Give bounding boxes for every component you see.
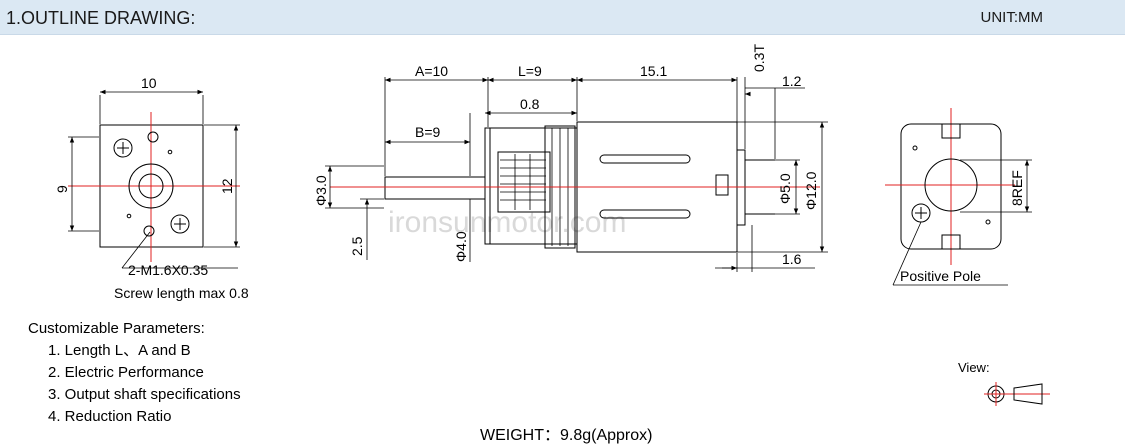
back-view: 8REF Positive Pole — [885, 108, 1032, 286]
dim-l: L=9 — [518, 63, 542, 79]
dim-phi5: Φ5.0 — [777, 173, 793, 204]
dim-phi3: Φ3.0 — [313, 175, 329, 206]
section-header: 1.OUTLINE DRAWING: UNIT:MM — [0, 0, 1125, 35]
dim-a: A=10 — [415, 63, 448, 79]
dim-12: 1.2 — [782, 73, 802, 89]
side-view: ironsunmotor.com A=10 L=9 15.1 0.3 — [313, 44, 828, 272]
dim-b: B=9 — [415, 124, 441, 140]
dim-8ref: 8REF — [1009, 170, 1025, 206]
dim-phi4: Φ4.0 — [453, 231, 469, 262]
param-item: 4. Reduction Ratio — [48, 408, 172, 425]
front-width-dim: 10 — [141, 75, 157, 91]
params-list: 1. Length L、A and B 2. Electric Performa… — [28, 340, 241, 428]
positive-pole-label: Positive Pole — [900, 268, 981, 284]
dim-08: 0.8 — [520, 96, 540, 112]
param-item: 3. Output shaft specifications — [48, 386, 241, 403]
weight-label: WEIGHT：9.8g(Approx) — [480, 427, 653, 444]
dim-motor-length: 15.1 — [640, 63, 667, 79]
dim-25: 2.5 — [349, 236, 365, 256]
dim-phi12: Φ12.0 — [803, 171, 819, 210]
unit-label: UNIT:MM — [980, 9, 1044, 26]
customizable-parameters: Customizable Parameters: 1. Length L、A a… — [28, 318, 241, 428]
watermark: ironsunmotor.com — [388, 206, 626, 239]
front-view: 10 9 12 2-M1.6X0.35 Screw length max 0.8 — [54, 75, 249, 301]
outline-drawing: 10 9 12 2-M1.6X0.35 Screw length max 0.8… — [54, 44, 1050, 406]
front-side-dim: 9 — [54, 185, 70, 193]
section-title: 1.OUTLINE DRAWING: — [6, 8, 196, 28]
dim-03t: 0.3T — [751, 44, 767, 72]
view-symbol-icon — [984, 382, 1050, 406]
screw-note: Screw length max 0.8 — [114, 285, 249, 301]
param-item: 1. Length L、A and B — [48, 342, 191, 359]
param-item: 2. Electric Performance — [48, 364, 204, 381]
params-heading: Customizable Parameters: — [28, 320, 205, 337]
screw-spec: 2-M1.6X0.35 — [128, 262, 208, 278]
view-label: View: — [958, 360, 990, 375]
dim-16: 1.6 — [782, 251, 802, 267]
front-height-dim: 12 — [219, 178, 235, 194]
